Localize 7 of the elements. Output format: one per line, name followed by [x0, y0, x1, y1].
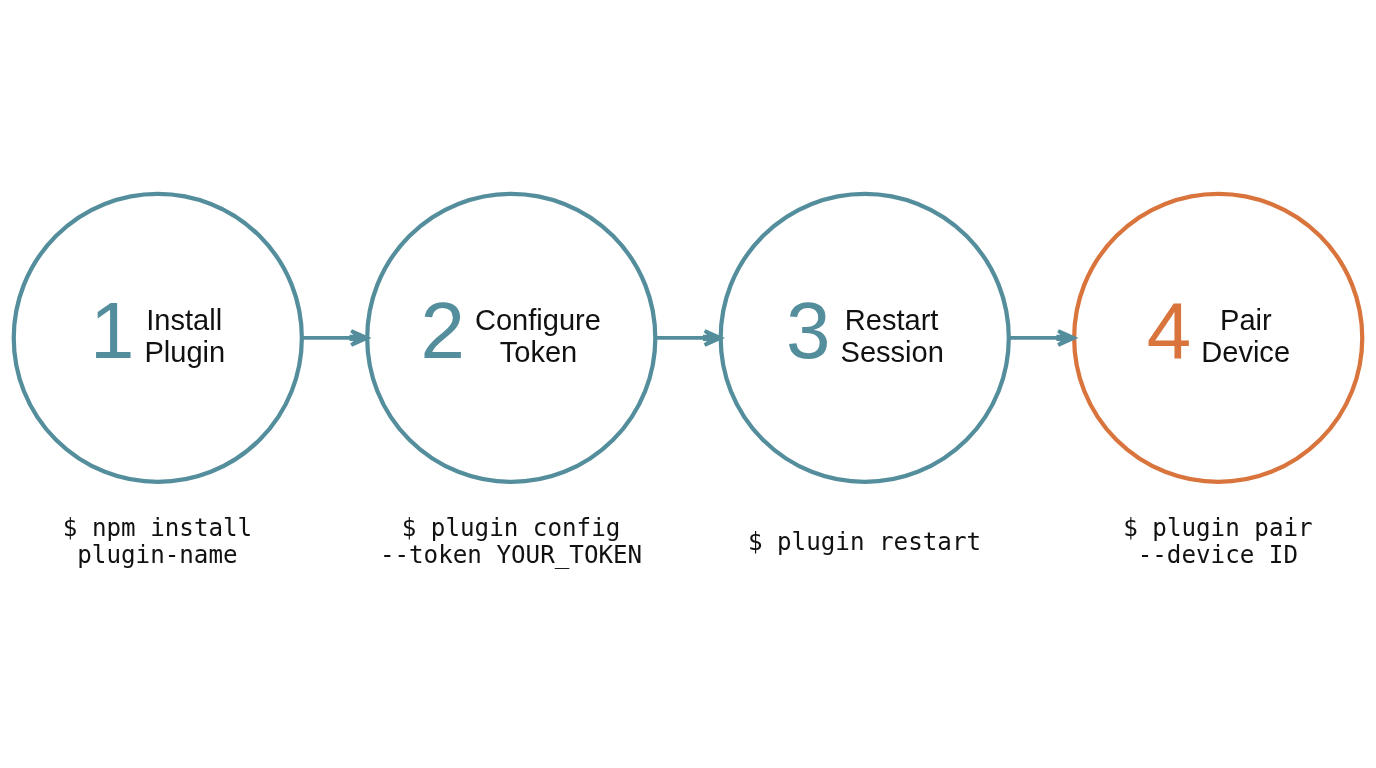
- arrow: [302, 328, 369, 347]
- node-label: $ plugin restart: [747, 527, 982, 556]
- arrow: [655, 328, 723, 347]
- arrow: [1009, 328, 1076, 347]
- node-label: $ npm install plugin-name: [62, 513, 253, 569]
- node-label: $ plugin pair --device ID: [1123, 513, 1313, 569]
- node-label: $ plugin config --token YOUR_TOKEN: [379, 513, 643, 569]
